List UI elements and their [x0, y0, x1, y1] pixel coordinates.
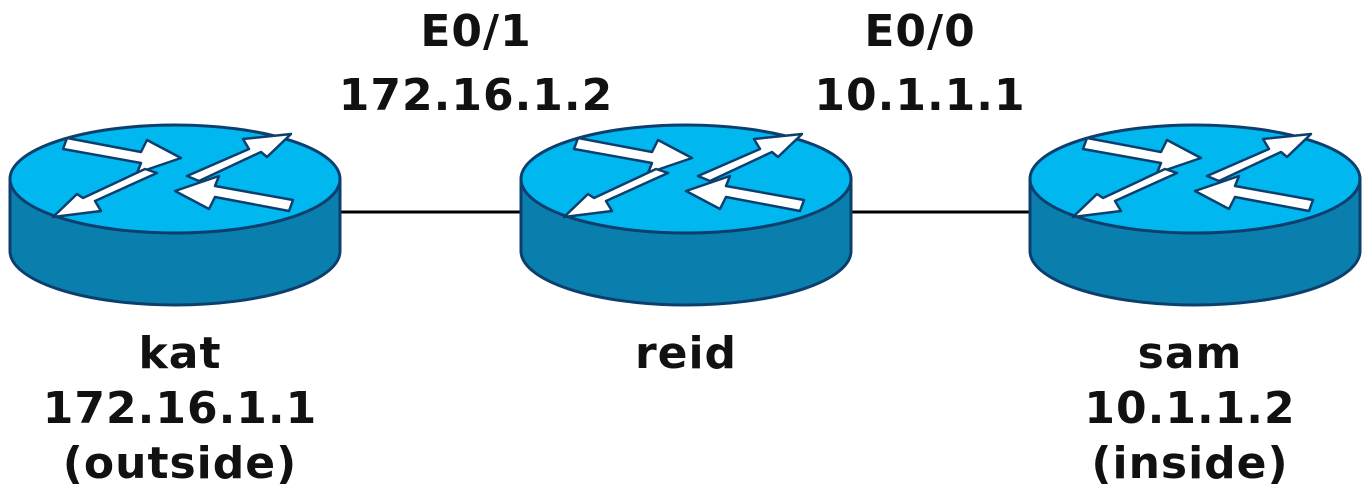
- interface-name-e0-1: E0/1: [420, 6, 532, 57]
- interface-ip-e0-1: 172.16.1.2: [338, 70, 614, 121]
- router-role-sam: (inside): [1091, 438, 1289, 489]
- interface-ip-e0-0: 10.1.1.1: [814, 70, 1026, 121]
- router-ip-kat: 172.16.1.1: [42, 383, 318, 434]
- interface-name-e0-0: E0/0: [864, 6, 976, 57]
- router-name-sam: sam: [1137, 328, 1243, 379]
- router-icon-sam: [1028, 123, 1362, 307]
- router-icon-kat: [8, 123, 342, 307]
- router-ip-sam: 10.1.1.2: [1084, 383, 1296, 434]
- router-name-reid: reid: [634, 328, 738, 379]
- router-icon-reid: [519, 123, 853, 307]
- router-role-kat: (outside): [62, 438, 298, 489]
- router-name-kat: kat: [138, 328, 222, 379]
